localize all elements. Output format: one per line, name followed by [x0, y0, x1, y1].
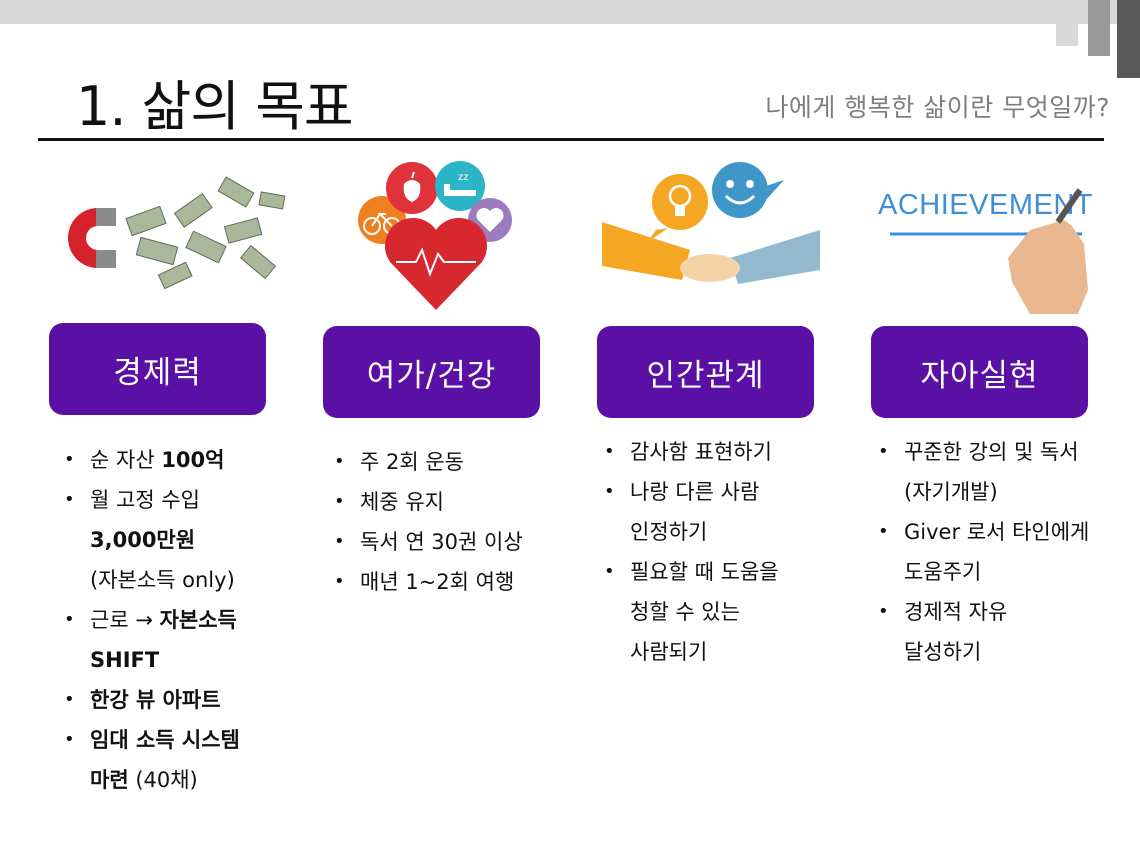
list-item: 달성하기: [904, 640, 982, 664]
handshake-icon: [602, 222, 820, 284]
category-leisure-health: 여가/건강: [323, 326, 540, 418]
list-item: SHIFT: [90, 648, 160, 672]
self-realization-goals-list: 꾸준한 강의 및 독서 (자기개발) Giver 로서 타인에게 도움주기 경제…: [874, 432, 1089, 672]
svg-text:ACHIEVEMENT: ACHIEVEMENT: [878, 189, 1093, 221]
list-item: (자기개발): [904, 480, 998, 504]
list-item: 매년 1~2회 여행: [334, 562, 523, 602]
achievement-illustration: ACHIEVEMENT: [858, 150, 1108, 320]
list-item: 경제적 자유: [878, 592, 1089, 632]
list-item: 주 2회 운동: [334, 442, 523, 482]
list-item: 감사함 표현하기: [604, 432, 779, 472]
list-item: 한강 뷰 아파트: [64, 680, 240, 720]
list-item: 3,000만원: [90, 528, 196, 552]
category-self-realization: 자아실현: [871, 326, 1088, 418]
handshake-illustration: [598, 150, 848, 320]
list-item: 마련 (40채): [90, 768, 198, 792]
category-economy: 경제력: [49, 323, 266, 415]
money-magnet-illustration: [38, 150, 288, 320]
list-item: Giver 로서 타인에게: [878, 512, 1089, 552]
corner-decoration: [1117, 0, 1140, 78]
list-item: 임대 소득 시스템: [64, 720, 240, 760]
leisure-health-goals-list: 주 2회 운동 체중 유지 독서 연 30권 이상 매년 1~2회 여행: [330, 442, 523, 602]
corner-decoration: [1056, 0, 1078, 46]
list-item: 인정하기: [630, 520, 708, 544]
list-item: 월 고정 수입: [64, 480, 240, 520]
list-item: 사람되기: [630, 640, 708, 664]
apple-icon: [386, 162, 438, 214]
title-divider: [38, 138, 1104, 141]
svg-text:zz: zz: [458, 172, 469, 183]
category-relationships: 인간관계: [597, 326, 814, 418]
list-item: 필요할 때 도움을: [604, 552, 779, 592]
slide-title: 1. 삶의 목표: [76, 75, 354, 138]
magnet-icon: [68, 208, 116, 268]
corner-decoration: [1088, 0, 1110, 56]
relationships-goals-list: 감사함 표현하기 나랑 다른 사람 인정하기 필요할 때 도움을 청할 수 있는…: [600, 432, 779, 672]
hand-icon: [1008, 188, 1088, 314]
list-item: 체중 유지: [334, 482, 523, 522]
list-item: 순 자산 100억: [64, 440, 240, 480]
list-item: 독서 연 30권 이상: [334, 522, 523, 562]
lightbulb-icon: [648, 174, 708, 242]
economy-goals-list: 순 자산 100억 월 고정 수입 3,000만원 (자본소득 only) 근로…: [60, 440, 240, 800]
list-item: 나랑 다른 사람: [604, 472, 779, 512]
list-item: 도움주기: [904, 560, 982, 584]
top-band: [0, 0, 1140, 24]
heart-icon: [384, 217, 488, 310]
list-item: (자본소득 only): [90, 568, 235, 592]
list-item: 꾸준한 강의 및 독서: [878, 432, 1089, 472]
sleep-icon: zz: [435, 161, 485, 211]
smiley-icon: [712, 162, 784, 218]
health-heart-illustration: zz: [340, 150, 590, 320]
list-item: 근로 → 자본소득: [64, 600, 240, 640]
slide-subtitle: 나에게 행복한 삶이란 무엇일까?: [765, 93, 1110, 122]
banknote-icon: [125, 176, 286, 290]
list-item: 청할 수 있는: [630, 600, 740, 624]
